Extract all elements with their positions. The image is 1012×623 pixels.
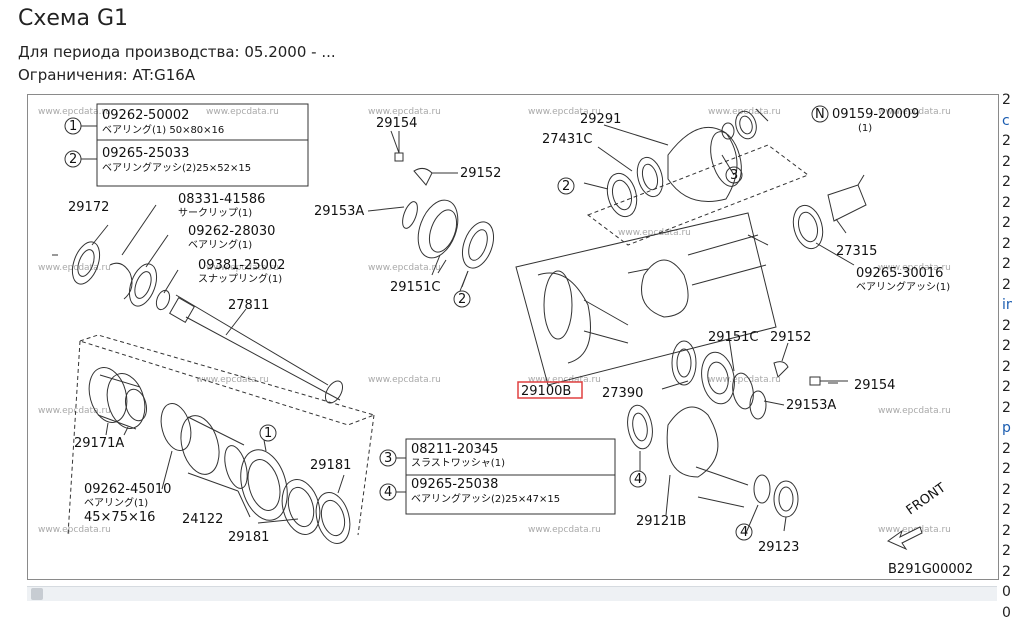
svg-text:4: 4 xyxy=(740,525,748,540)
right-link-2[interactable]: in xyxy=(1002,297,1012,313)
part-29291: 29291 xyxy=(580,112,621,127)
svg-text:3: 3 xyxy=(730,168,738,183)
svg-text:スラストワッシャ(1): スラストワッシャ(1) xyxy=(411,457,505,469)
part-29123: 29123 xyxy=(758,540,799,555)
svg-text:www.epcdata.ru: www.epcdata.ru xyxy=(368,107,441,117)
svg-text:サークリップ(1): サークリップ(1) xyxy=(178,207,252,219)
legend-mid: 3 08211-20345 スラストワッシャ(1) 4 09265-25038 … xyxy=(379,438,616,515)
svg-text:FRONT: FRONT xyxy=(904,480,949,518)
svg-text:(1): (1) xyxy=(858,123,872,134)
svg-text:ベアリングアッシ(2)25×47×15: ベアリングアッシ(2)25×47×15 xyxy=(411,492,560,505)
toolbar-icon[interactable] xyxy=(31,588,43,600)
svg-text:www.epcdata.ru: www.epcdata.ru xyxy=(38,525,111,535)
svg-text:ベアリング(1) 50×80×16: ベアリング(1) 50×80×16 xyxy=(102,123,224,136)
part-29153A-a: 29153A xyxy=(314,204,364,219)
production-period: Для периода производства: 05.2000 - ... xyxy=(18,43,336,61)
svg-text:www.epcdata.ru: www.epcdata.ru xyxy=(368,263,441,273)
svg-text:www.epcdata.ru: www.epcdata.ru xyxy=(206,107,279,117)
svg-text:www.epcdata.ru: www.epcdata.ru xyxy=(528,525,601,535)
svg-text:www.epcdata.ru: www.epcdata.ru xyxy=(528,107,601,117)
part-29181-b: 29181 xyxy=(228,530,269,545)
page-title: Схема G1 xyxy=(18,6,129,31)
svg-text:2: 2 xyxy=(458,292,466,307)
part-29172: 29172 xyxy=(68,200,109,215)
leader-lines xyxy=(91,108,855,534)
part-29121B: 29121B xyxy=(636,514,686,529)
svg-text:08211-20345: 08211-20345 xyxy=(411,442,498,457)
svg-text:ベアリング(1): ベアリング(1) xyxy=(188,238,252,251)
right-link-1[interactable]: c xyxy=(1002,112,1010,129)
part-29152-b: 29152 xyxy=(770,330,811,345)
svg-text:N: N xyxy=(815,107,825,122)
svg-text:3: 3 xyxy=(384,451,392,466)
svg-text:www.epcdata.ru: www.epcdata.ru xyxy=(708,107,781,117)
right-link-3[interactable]: p xyxy=(1002,420,1011,436)
svg-text:09265-25038: 09265-25038 xyxy=(411,477,498,492)
part-29154-a: 29154 xyxy=(376,116,417,131)
svg-text:スナップリング(1): スナップリング(1) xyxy=(198,272,282,285)
svg-text:www.epcdata.ru: www.epcdata.ru xyxy=(708,375,781,385)
restrictions: Ограничения: AT:G16A xyxy=(18,66,196,84)
svg-text:www.epcdata.ru: www.epcdata.ru xyxy=(38,406,111,416)
svg-text:www.epcdata.ru: www.epcdata.ru xyxy=(38,263,111,273)
part-27431C: 27431C xyxy=(542,132,592,147)
right-lower-group xyxy=(627,340,848,518)
part-29153A-b: 29153A xyxy=(786,398,836,413)
svg-text:www.epcdata.ru: www.epcdata.ru xyxy=(38,107,111,117)
part-29151C-a: 29151C xyxy=(390,280,440,295)
svg-text:4: 4 xyxy=(384,485,392,500)
svg-text:www.epcdata.ru: www.epcdata.ru xyxy=(196,375,269,385)
svg-text:2: 2 xyxy=(69,152,77,167)
right-top-group xyxy=(515,110,867,386)
part-27390: 27390 xyxy=(602,386,643,401)
right-column-cutoff: 2 c 2 2 2 2 2 2 2 2 in 2 2 2 2 2 p 2 2 2… xyxy=(1002,90,1012,623)
part-29171A: 29171A xyxy=(74,436,124,451)
svg-text:09265-25033: 09265-25033 xyxy=(102,146,189,161)
part-09262-45010: 09262-45010 xyxy=(84,482,171,497)
parts-diagram: www.epcdata.ru www.epcdata.ru www.epcdat… xyxy=(27,94,999,580)
svg-text:www.epcdata.ru: www.epcdata.ru xyxy=(878,406,951,416)
part-29151C-b: 29151C xyxy=(708,330,758,345)
watermarks: www.epcdata.ru www.epcdata.ru www.epcdat… xyxy=(38,107,951,535)
svg-text:www.epcdata.ru: www.epcdata.ru xyxy=(878,263,951,273)
part-09159-20009: 09159-20009 xyxy=(832,107,919,122)
diagram-code: B291G00002 xyxy=(888,562,973,577)
part-27315: 27315 xyxy=(836,244,877,259)
svg-text:45×75×16: 45×75×16 xyxy=(84,510,155,525)
part-29154-b: 29154 xyxy=(854,378,895,393)
bottom-toolbar xyxy=(27,586,997,601)
svg-text:www.epcdata.ru: www.epcdata.ru xyxy=(878,107,951,117)
svg-text:09262-50002: 09262-50002 xyxy=(102,108,189,123)
svg-text:ベアリングアッシ(2)25×52×15: ベアリングアッシ(2)25×52×15 xyxy=(102,161,251,174)
svg-text:ベアリングアッシ(1): ベアリングアッシ(1) xyxy=(856,280,950,293)
svg-text:1: 1 xyxy=(264,426,272,441)
svg-text:www.epcdata.ru: www.epcdata.ru xyxy=(528,375,601,385)
highlighted-part-box xyxy=(517,381,583,399)
legend-top: 1 09262-50002 ベアリング(1) 50×80×16 2 09265-… xyxy=(64,103,309,187)
part-09262-28030: 09262-28030 xyxy=(188,224,275,239)
svg-text:www.epcdata.ru: www.epcdata.ru xyxy=(206,263,279,273)
part-24122: 24122 xyxy=(182,512,223,527)
part-29100B: 29100B xyxy=(521,384,571,399)
part-29181-a: 29181 xyxy=(310,458,351,473)
part-09381-25002: 09381-25002 xyxy=(198,258,285,273)
part-08331-41586: 08331-41586 xyxy=(178,192,265,207)
svg-text:www.epcdata.ru: www.epcdata.ru xyxy=(368,375,441,385)
svg-text:1: 1 xyxy=(69,119,77,134)
svg-text:www.epcdata.ru: www.epcdata.ru xyxy=(618,228,691,238)
svg-text:4: 4 xyxy=(634,472,642,487)
part-27811: 27811 xyxy=(228,298,269,313)
svg-text:ベアリング(1): ベアリング(1) xyxy=(84,496,148,509)
front-arrow: FRONT xyxy=(886,480,949,551)
svg-text:2: 2 xyxy=(562,179,570,194)
part-09265-30016: 09265-30016 xyxy=(856,266,943,281)
parts-diagram-svg: www.epcdata.ru www.epcdata.ru www.epcdat… xyxy=(38,103,973,577)
part-labels: 29172 08331-41586 サークリップ(1) 09262-28030 … xyxy=(68,105,973,577)
part-29152-a: 29152 xyxy=(460,166,501,181)
